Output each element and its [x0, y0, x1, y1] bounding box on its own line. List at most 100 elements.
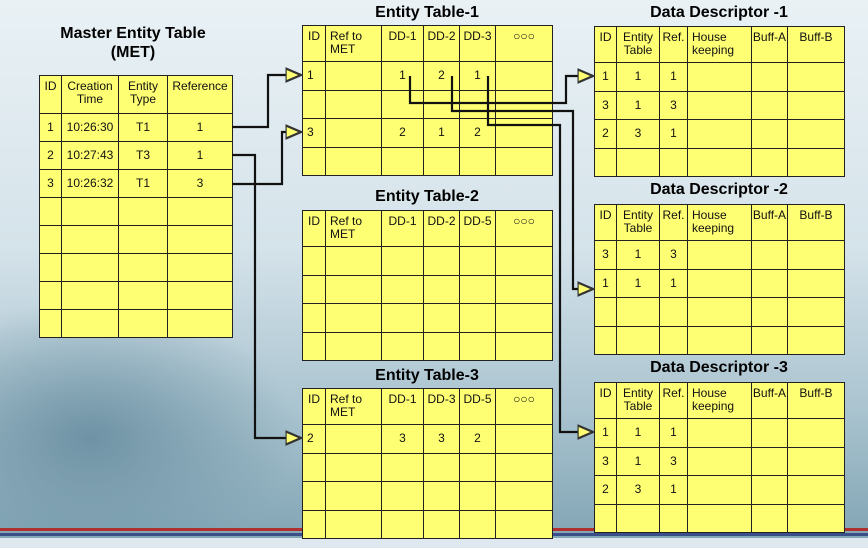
column-header: DD-3	[423, 388, 460, 425]
table-cell	[659, 325, 688, 355]
table-cell	[302, 246, 326, 276]
table-cell	[118, 309, 168, 338]
entity-table-1-title: Entity Table-1	[375, 4, 479, 21]
table-cell	[751, 503, 788, 533]
table-cell	[687, 503, 752, 533]
table-cell	[751, 240, 788, 270]
table-cell	[495, 61, 553, 91]
table-cell	[787, 475, 845, 505]
table-cell: 1	[423, 118, 460, 148]
table-cell	[787, 240, 845, 270]
table-cell	[787, 147, 845, 177]
column-header: Buff-A	[751, 382, 788, 419]
connector-et1-dd2-to-dd2	[450, 76, 593, 289]
entity-table-3-title: Entity Table-3	[375, 367, 479, 384]
connector-met-row1-to-et1	[232, 75, 301, 129]
data-descriptor-3-title: Data Descriptor -3	[650, 359, 788, 376]
column-header: ○○○	[495, 210, 553, 247]
table-cell	[616, 503, 660, 533]
table-cell	[459, 331, 496, 361]
table-cell: 1	[616, 418, 660, 448]
column-header: DD-1	[381, 25, 424, 62]
table-cell	[687, 240, 752, 270]
table-cell: 1	[167, 141, 233, 170]
table-cell	[787, 503, 845, 533]
table-cell	[61, 225, 119, 254]
table-cell: 2	[423, 61, 460, 91]
connector-et1-dd1-to-dd1	[408, 76, 593, 105]
column-header: ID	[302, 388, 326, 425]
connector-met-row2-to-et3	[232, 153, 301, 438]
column-header: Entity Table	[616, 382, 660, 419]
table-cell	[325, 274, 382, 304]
table-cell	[381, 274, 424, 304]
table-cell: T3	[118, 141, 168, 170]
table-cell	[787, 119, 845, 149]
column-header: ○○○	[495, 25, 553, 62]
table-cell: 3	[616, 475, 660, 505]
table-cell	[495, 331, 553, 361]
table-cell	[423, 146, 460, 176]
table-cell	[381, 146, 424, 176]
table-row	[302, 509, 553, 539]
table-cell	[495, 303, 553, 333]
table-cell	[659, 297, 688, 327]
table-row	[594, 147, 845, 177]
table-row	[39, 281, 233, 310]
met-title-line2: (MET)	[110, 44, 156, 61]
world-map-background	[0, 300, 300, 530]
column-header: ID	[594, 382, 617, 419]
column-header: ○○○	[495, 388, 553, 425]
connector-met-row3-to-et1	[232, 132, 301, 186]
table-cell	[687, 446, 752, 476]
table-cell	[787, 90, 845, 120]
met-title-line1: Master Entity Table	[60, 25, 206, 42]
table-cell	[495, 146, 553, 176]
table-cell: 1	[381, 61, 424, 91]
table-cell	[495, 509, 553, 539]
column-header: DD-1	[381, 210, 424, 247]
table-cell	[459, 246, 496, 276]
table-row	[302, 274, 553, 304]
column-header: DD-1	[381, 388, 424, 425]
table-cell	[325, 509, 382, 539]
table-row	[302, 146, 553, 176]
column-header: House keeping	[687, 382, 752, 419]
table-cell	[381, 509, 424, 539]
column-header: Ref.	[659, 204, 688, 241]
table-cell: 3	[167, 169, 233, 198]
table-cell: 1	[167, 113, 233, 142]
table-cell	[167, 281, 233, 310]
table-cell	[616, 147, 660, 177]
connector-et1-dd3-to-dd3	[486, 76, 593, 432]
table-cell	[118, 225, 168, 254]
table-cell	[118, 253, 168, 282]
table-cell	[687, 268, 752, 298]
column-header: Buff-B	[787, 382, 845, 419]
column-header: House keeping	[687, 26, 752, 63]
table-cell	[787, 297, 845, 327]
table-cell	[423, 452, 460, 482]
column-header: DD-2	[423, 210, 460, 247]
column-header: House keeping	[687, 204, 752, 241]
table-cell	[381, 89, 424, 119]
column-header: Buff-B	[787, 204, 845, 241]
table-cell	[687, 147, 752, 177]
table-cell	[787, 62, 845, 92]
table-row	[594, 325, 845, 355]
table-row	[302, 481, 553, 511]
table-cell: 1	[616, 90, 660, 120]
table-row	[594, 297, 845, 327]
table-cell	[61, 197, 119, 226]
